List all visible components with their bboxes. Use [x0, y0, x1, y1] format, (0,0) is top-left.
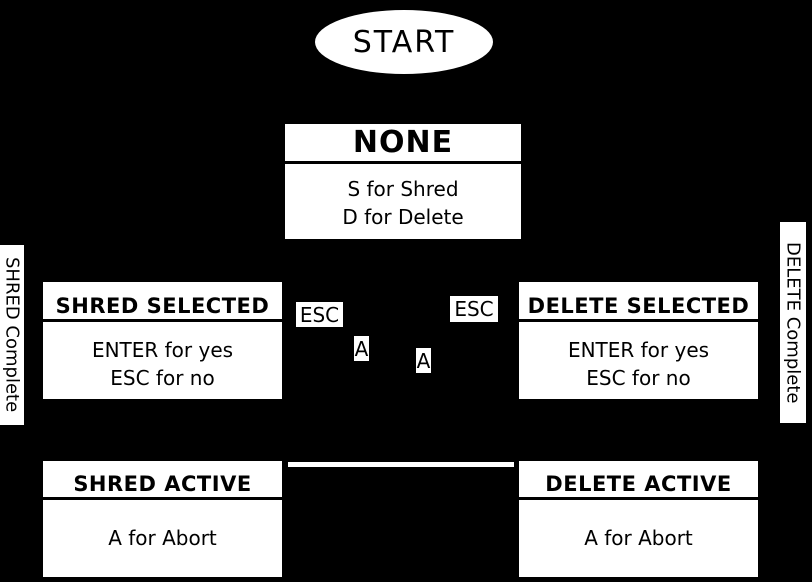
start-node: START [315, 10, 493, 74]
transition-label-a-left: A [354, 336, 369, 361]
state-delete-active: DELETE ACTIVE A for Abort [519, 461, 758, 577]
state-title: DELETE SELECTED [519, 282, 758, 322]
transition-label-esc-right: ESC [450, 296, 498, 322]
state-line: ENTER for yes [91, 338, 234, 362]
state-title: SHRED SELECTED [43, 282, 282, 322]
state-line: A for Abort [108, 526, 217, 550]
state-body: ENTER for yes ESC for no [519, 322, 758, 392]
state-line: ESC for no [586, 366, 691, 390]
state-shred-selected: SHRED SELECTED ENTER for yes ESC for no [43, 282, 282, 399]
state-title: NONE [285, 124, 521, 164]
state-body: ENTER for yes ESC for no [43, 322, 282, 392]
state-line: A for Abort [584, 526, 693, 550]
start-node-label: START [352, 24, 456, 60]
junction-bar [288, 462, 514, 467]
transition-label-a-right: A [416, 348, 431, 373]
state-body: A for Abort [43, 500, 282, 552]
state-line: D for Delete [342, 205, 464, 229]
state-body: S for Shred D for Delete [285, 164, 521, 231]
transition-label-esc-left: ESC [296, 302, 343, 327]
side-label-shred-complete: SHRED Complete [0, 245, 24, 425]
state-none: NONE S for Shred D for Delete [285, 124, 521, 239]
state-title: SHRED ACTIVE [43, 461, 282, 500]
state-line: S for Shred [347, 177, 459, 201]
state-title: DELETE ACTIVE [519, 461, 758, 500]
side-label-delete-complete: DELETE Complete [780, 222, 806, 423]
state-shred-active: SHRED ACTIVE A for Abort [43, 461, 282, 577]
state-line: ENTER for yes [567, 338, 710, 362]
state-body: A for Abort [519, 500, 758, 552]
state-delete-selected: DELETE SELECTED ENTER for yes ESC for no [519, 282, 758, 399]
state-line: ESC for no [110, 366, 215, 390]
